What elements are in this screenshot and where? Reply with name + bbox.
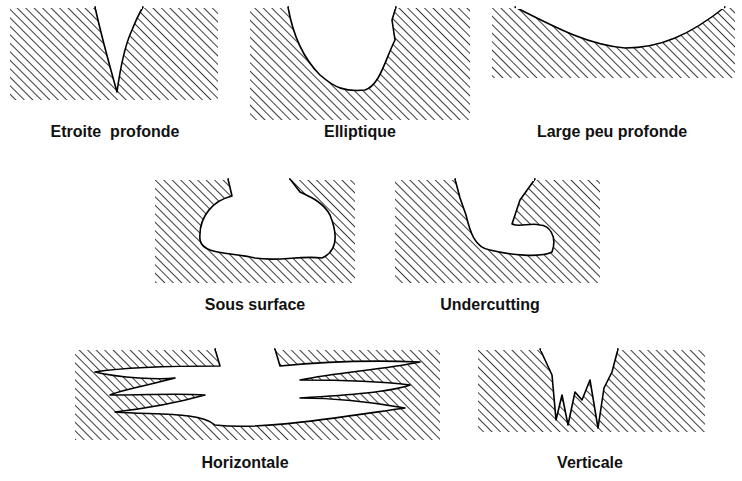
pit-type-label: Verticale — [557, 454, 623, 472]
pit-type-label: Sous surface — [205, 296, 305, 314]
pit-type-label: Elliptique — [324, 123, 396, 141]
pit-type-label: Undercutting — [440, 296, 540, 314]
pit-type-label: Etroite profonde — [51, 123, 180, 141]
pit-type-label: Horizontale — [201, 454, 288, 472]
pit-type-label: Large peu profonde — [537, 123, 687, 141]
